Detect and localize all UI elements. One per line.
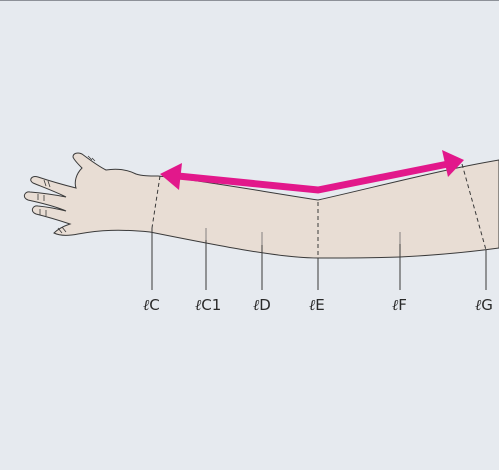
label-lC: ℓC: [143, 296, 160, 315]
label-lG: ℓG: [475, 296, 493, 315]
label-lF: ℓF: [392, 296, 407, 315]
label-lE: ℓE: [309, 296, 325, 315]
label-lD: ℓD: [253, 296, 271, 315]
label-lC1: ℓC1: [195, 296, 221, 315]
